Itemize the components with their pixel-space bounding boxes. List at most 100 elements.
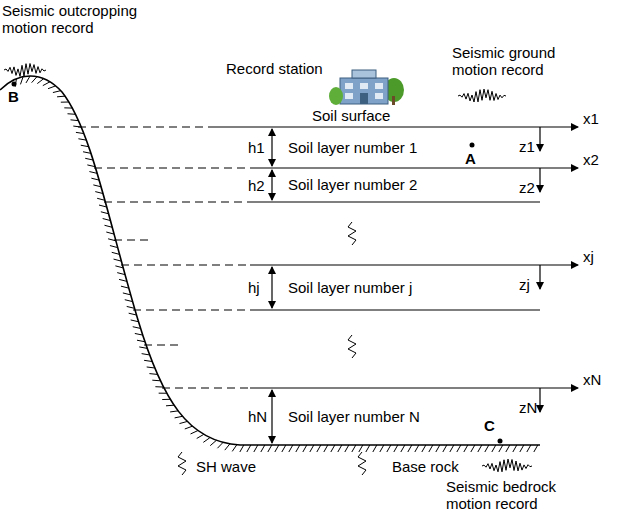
point-label: A <box>465 150 476 167</box>
hatch-stroke <box>282 445 286 452</box>
layer-label: Soil layer number 1 <box>288 139 417 156</box>
hatch-stroke <box>380 445 384 452</box>
point-label: C <box>484 417 495 434</box>
hatch-stroke <box>162 399 170 400</box>
hatch-stroke <box>32 77 37 83</box>
thickness-label: h1 <box>248 139 265 156</box>
hatch-stroke <box>152 380 160 382</box>
hatch-stroke <box>415 445 419 452</box>
thickness-arrow <box>271 170 272 200</box>
hatch-stroke <box>394 445 398 452</box>
break-symbol <box>358 452 366 475</box>
seismogram-trace <box>482 459 532 472</box>
hatch-stroke <box>61 102 69 103</box>
layer-boundary <box>250 264 540 265</box>
hatch-stroke <box>310 445 314 452</box>
hatch-stroke <box>135 333 143 335</box>
point-c <box>498 439 503 444</box>
hatch-stroke <box>123 293 131 295</box>
hatch-stroke <box>485 445 489 452</box>
hatch-stroke <box>95 192 103 194</box>
hatch-stroke <box>103 219 111 221</box>
layer-boundary-dashed <box>133 309 250 310</box>
hatch-stroke <box>359 445 363 452</box>
wave-label: SH wave <box>196 458 256 475</box>
rock-label: Base rock <box>392 458 459 475</box>
axis-label: z1 <box>519 138 535 155</box>
hatch-stroke <box>149 373 157 375</box>
hatch-stroke <box>247 445 251 452</box>
hatch-stroke <box>373 445 377 452</box>
axis-label: x1 <box>583 110 599 127</box>
hatch-stroke <box>155 386 163 387</box>
hatch-stroke <box>70 119 78 121</box>
layer-boundary-dashed <box>121 264 250 265</box>
hatch-stroke <box>68 113 76 115</box>
hatch-stroke <box>97 198 105 200</box>
hatch-stroke <box>240 445 244 452</box>
hatch-stroke <box>48 86 56 89</box>
x-axis-arrow <box>540 387 578 388</box>
axis-label: x2 <box>583 151 599 168</box>
hatch-stroke <box>137 340 145 342</box>
hatch-stroke <box>110 246 118 248</box>
hatch-stroke <box>101 212 109 214</box>
hatch-stroke <box>175 416 183 418</box>
layer-boundary-dashed <box>114 239 150 240</box>
hatch-stroke <box>57 96 65 98</box>
layer-boundary <box>210 126 540 127</box>
hatch-stroke <box>254 445 258 452</box>
hatch-stroke <box>275 445 279 452</box>
hatch-stroke <box>289 445 293 452</box>
hatch-stroke <box>338 445 342 452</box>
layer-lines <box>78 127 578 443</box>
thickness-arrow <box>271 267 272 308</box>
axis-label: z2 <box>519 179 535 196</box>
layer-boundary-dashed <box>78 126 210 127</box>
hatch-stroke <box>296 445 300 452</box>
hatch-stroke <box>144 360 152 361</box>
z-axis-arrow <box>539 127 540 151</box>
ground-hatching <box>15 76 538 452</box>
hatch-stroke <box>366 445 370 452</box>
hatch-stroke <box>133 327 141 329</box>
hatch-stroke <box>499 445 503 452</box>
x-axis-arrow <box>540 167 578 168</box>
hatch-stroke <box>166 405 174 407</box>
caption-text: Seismic bedrock motion record <box>446 478 571 512</box>
hatch-stroke <box>76 132 84 133</box>
hatch-stroke <box>121 286 129 288</box>
hatch-stroke <box>478 445 482 452</box>
seismogram-trace <box>458 89 506 102</box>
hatch-stroke <box>422 445 426 452</box>
hatch-stroke <box>534 445 538 452</box>
hatch-stroke <box>520 445 524 452</box>
hatch-stroke <box>232 445 237 452</box>
sh-wave-symbol <box>178 452 186 475</box>
hatch-stroke <box>261 445 265 452</box>
hatch-stroke <box>37 79 43 84</box>
caption-text: Seismic outcropping motion record <box>2 2 152 36</box>
hatch-stroke <box>142 354 150 355</box>
point-a <box>470 143 475 148</box>
hatch-stroke <box>139 347 147 348</box>
hatch-stroke <box>87 165 95 167</box>
hatch-stroke <box>89 172 97 174</box>
hatch-stroke <box>443 445 447 452</box>
hatch-stroke <box>217 442 223 448</box>
hatch-stroke <box>114 259 122 261</box>
layer-label: Soil layer number j <box>288 279 412 296</box>
hatch-stroke <box>492 445 496 452</box>
hatch-stroke <box>131 320 139 322</box>
layer-boundary-dashed <box>104 201 250 202</box>
hatch-stroke <box>203 438 210 443</box>
break-symbol <box>348 222 356 245</box>
hatch-stroke <box>506 445 510 452</box>
hatch-stroke <box>20 77 23 85</box>
layer-boundary-dashed <box>162 387 250 388</box>
thickness-arrow <box>271 390 272 443</box>
hatch-stroke <box>127 306 135 308</box>
hatch-stroke <box>210 440 216 445</box>
caption-text: Seismic ground motion record <box>452 44 577 78</box>
thickness-arrow <box>271 129 272 166</box>
